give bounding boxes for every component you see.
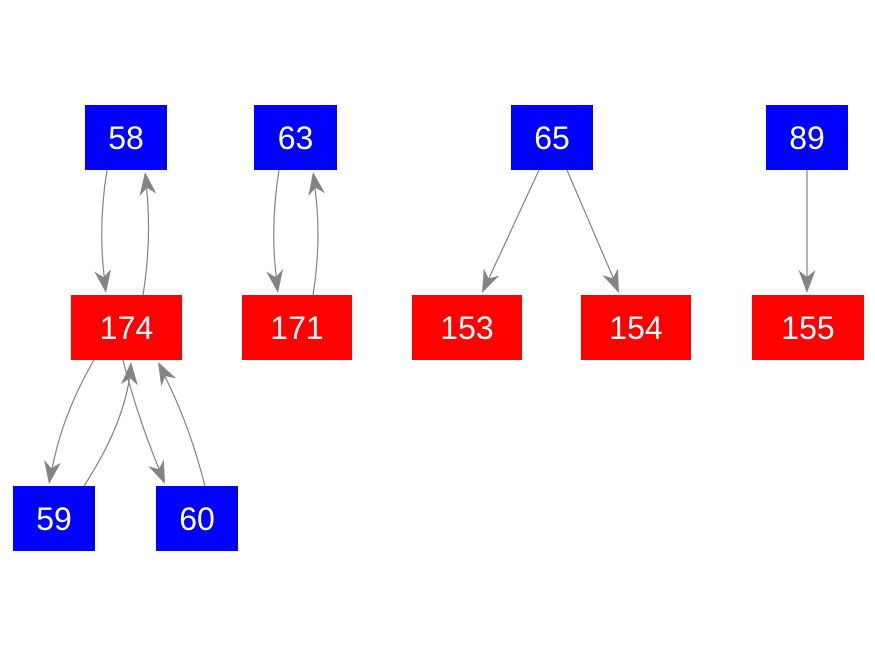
edge-65-154 [566,169,619,293]
node-155[interactable]: 155 [752,295,864,360]
node-label: 171 [270,309,324,346]
edge-174-60 [122,359,165,484]
node-label: 65 [534,119,570,156]
node-171[interactable]: 171 [242,295,352,360]
arrowhead-icon [602,268,619,293]
node-label: 155 [781,309,835,346]
edge-59-174 [83,362,138,487]
node-154[interactable]: 154 [581,295,691,360]
node-58[interactable]: 58 [85,105,167,170]
edge-63-171 [266,169,284,293]
node-label: 153 [440,309,494,346]
arrowhead-icon [120,362,138,386]
arrowhead-icon [482,268,500,293]
node-label: 174 [99,309,154,346]
edge-line [566,169,619,290]
node-89[interactable]: 89 [766,105,848,170]
node-63[interactable]: 63 [254,105,337,170]
edge-171-63 [308,172,326,296]
arrowhead-icon [266,269,284,293]
edge-line [122,359,165,482]
node-174[interactable]: 174 [71,295,182,360]
edge-line [273,169,280,291]
edge-line [158,364,206,487]
edge-65-153 [482,169,540,293]
node-label: 58 [108,119,144,156]
edge-174-58 [139,172,157,296]
node-label: 89 [789,119,825,156]
edge-line [49,359,95,482]
edge-line [483,169,540,290]
node-59[interactable]: 59 [13,486,95,551]
edge-line [142,174,150,296]
node-153[interactable]: 153 [412,295,522,360]
node-60[interactable]: 60 [156,486,238,551]
edge-line [312,174,319,296]
arrowhead-icon [798,270,816,293]
arrowhead-icon [148,459,165,484]
arrowhead-icon [158,362,177,387]
arrowhead-icon [139,172,157,196]
node-label: 63 [277,119,314,156]
edge-60-174 [158,362,206,487]
arrowhead-icon [308,172,326,197]
edge-58-174 [94,169,112,293]
node-label: 59 [36,500,72,537]
arrowhead-icon [94,269,112,293]
edge-line [83,364,132,487]
arrowhead-icon [44,459,61,484]
edge-174-59 [44,359,95,484]
node-label: 60 [179,500,215,537]
node-65[interactable]: 65 [511,105,593,170]
node-label: 154 [609,309,663,346]
edge-89-155 [798,170,816,293]
edge-line [101,169,108,291]
